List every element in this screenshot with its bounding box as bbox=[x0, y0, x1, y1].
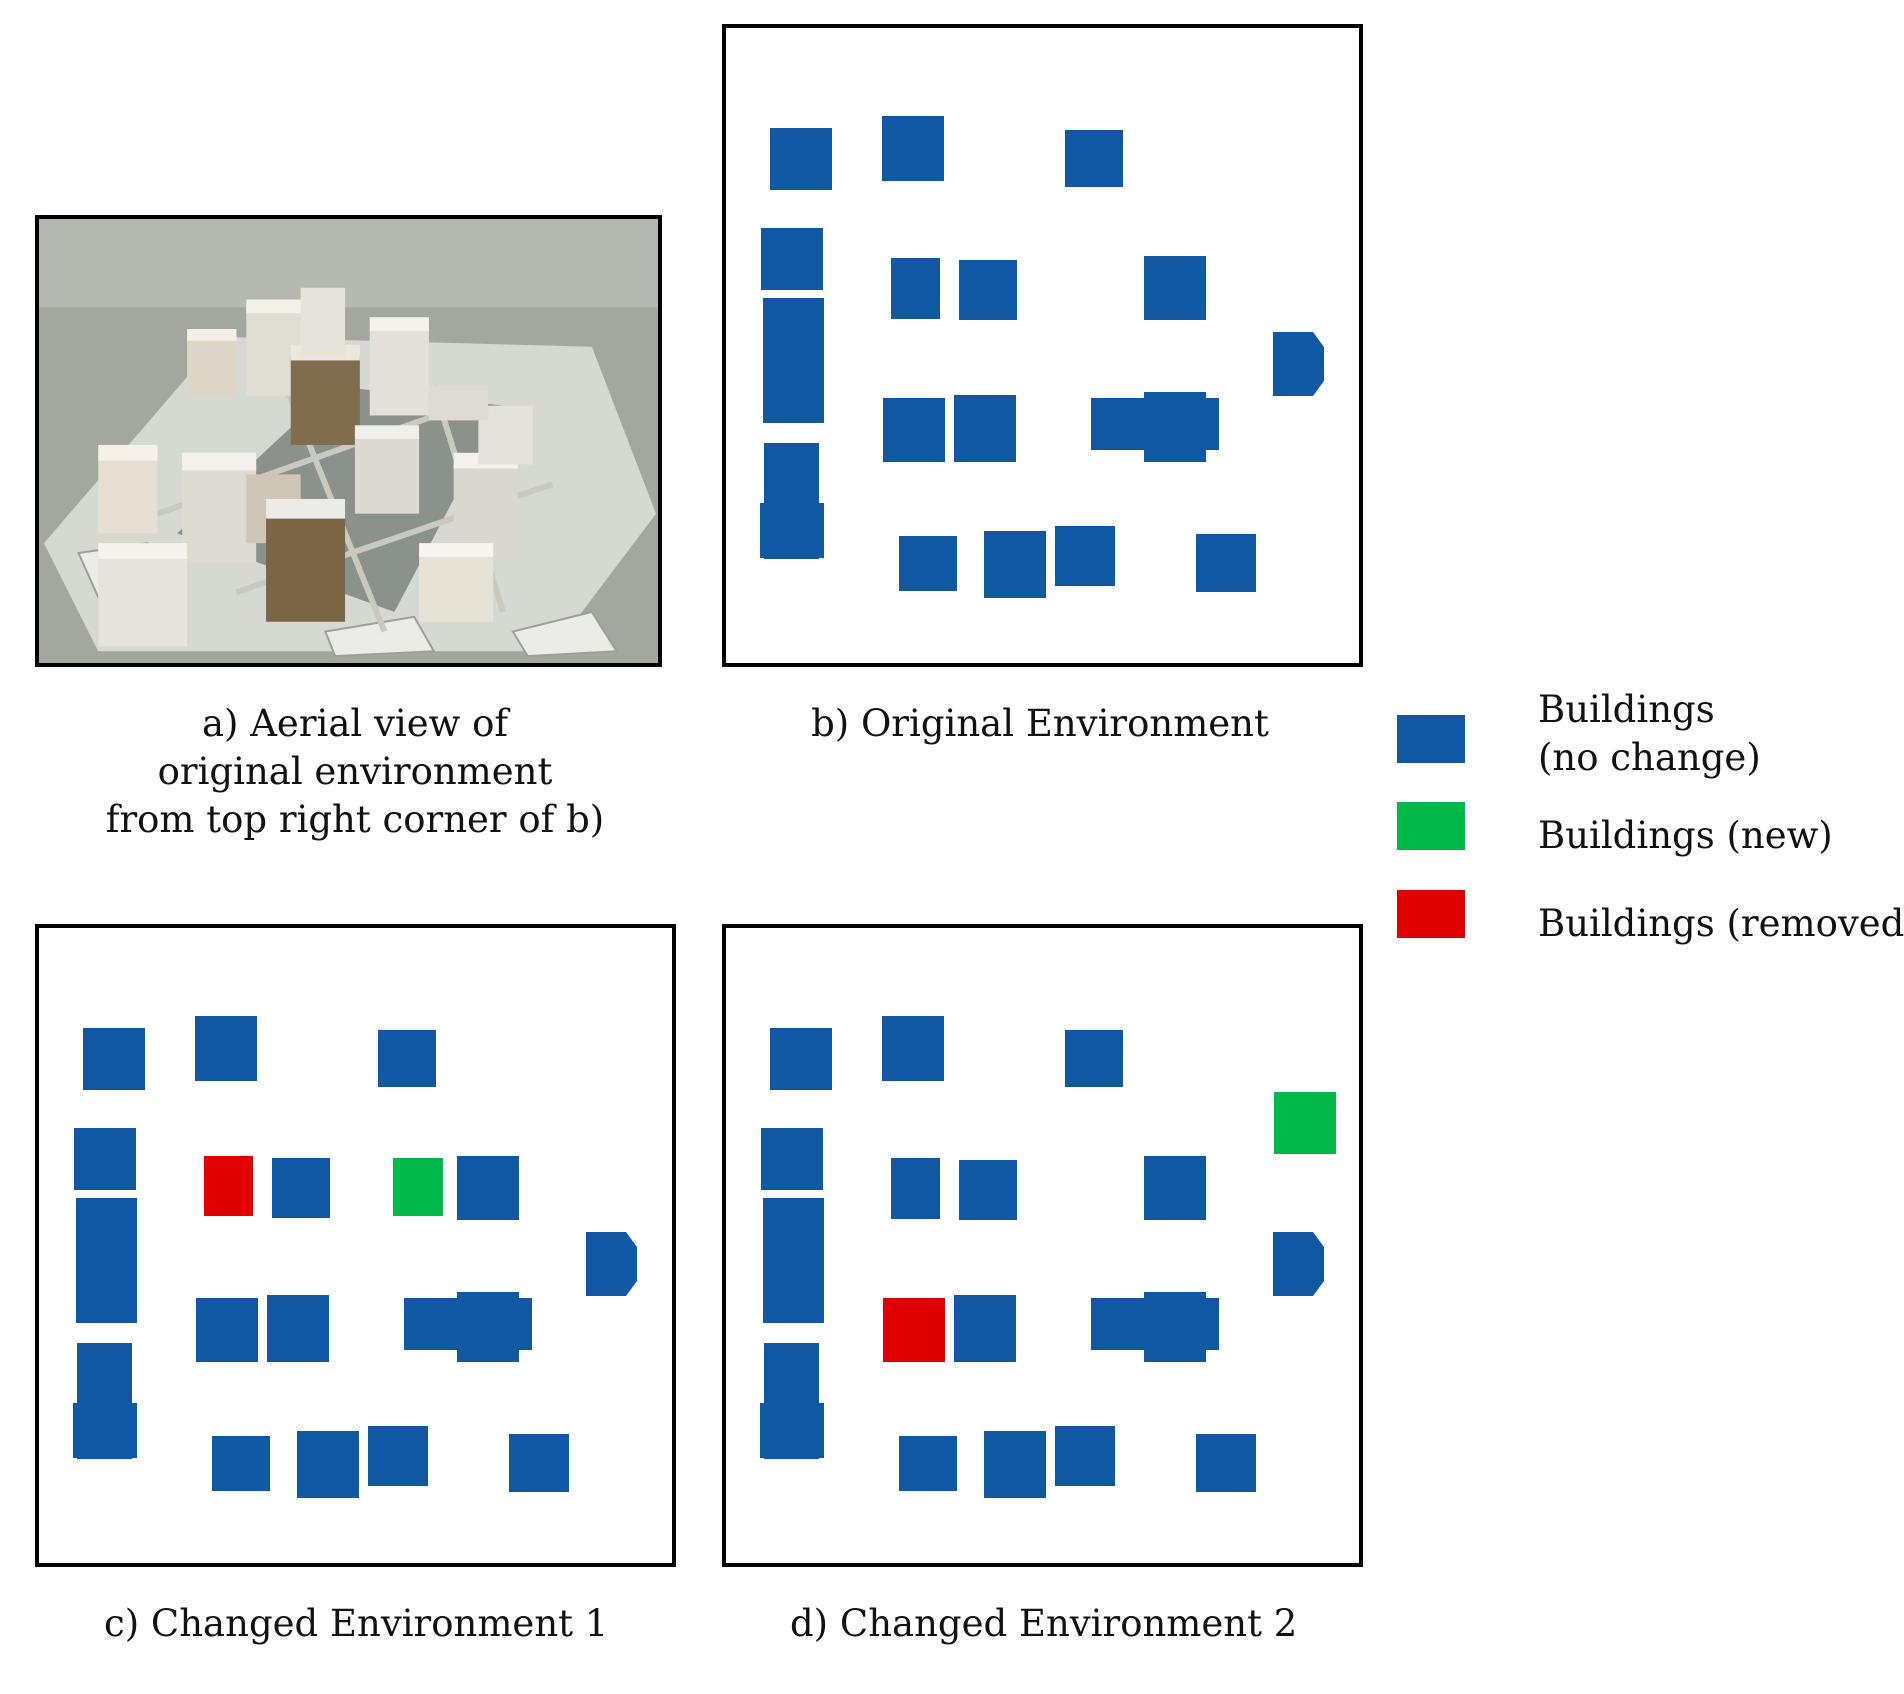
changed-environment-2-map bbox=[722, 924, 1363, 1567]
building-no-change bbox=[586, 1232, 637, 1296]
caption-aerial-view: a) Aerial view of original environment f… bbox=[105, 700, 605, 844]
caption-changed-environment-2: d) Changed Environment 2 bbox=[790, 1602, 1298, 1645]
building-no-change bbox=[378, 1030, 436, 1087]
building-no-change bbox=[1144, 1292, 1206, 1362]
building-no-change bbox=[1065, 130, 1123, 187]
building-new bbox=[393, 1158, 443, 1216]
building-no-change bbox=[761, 1128, 823, 1190]
building-no-change bbox=[212, 1436, 270, 1491]
building-no-change bbox=[763, 298, 824, 423]
building-no-change bbox=[267, 1295, 329, 1362]
building-no-change bbox=[883, 398, 945, 462]
building-no-change bbox=[954, 1295, 1016, 1362]
building-no-change bbox=[83, 1028, 145, 1090]
building-no-change bbox=[899, 1436, 957, 1491]
legend-swatch-new bbox=[1397, 802, 1465, 850]
building-no-change bbox=[959, 260, 1017, 320]
changed-environment-1-map bbox=[35, 924, 676, 1567]
building-no-change bbox=[882, 1016, 944, 1081]
building-no-change bbox=[76, 1198, 137, 1323]
building-no-change bbox=[74, 1128, 136, 1190]
original-environment-buildings bbox=[760, 116, 1324, 598]
building-no-change bbox=[959, 1160, 1017, 1220]
building-new bbox=[1274, 1092, 1336, 1154]
legend-swatch-no-change bbox=[1397, 715, 1465, 763]
caption-original-environment: b) Original Environment bbox=[811, 702, 1269, 745]
building-no-change bbox=[891, 258, 940, 319]
building-no-change bbox=[1273, 1232, 1324, 1296]
building-no-change bbox=[509, 1434, 569, 1492]
legend-label-removed: Buildings (removed) bbox=[1538, 902, 1904, 945]
changed-environment-2-buildings bbox=[760, 1016, 1336, 1498]
building-no-change bbox=[457, 1156, 519, 1220]
legend-label-no-change: Buildings (no change) bbox=[1538, 688, 1761, 779]
building-no-change bbox=[1196, 534, 1256, 592]
building-no-change bbox=[760, 1403, 824, 1458]
building-no-change bbox=[899, 536, 957, 591]
building-no-change bbox=[1273, 332, 1324, 396]
building-removed bbox=[883, 1298, 945, 1362]
aerial-view-image bbox=[35, 215, 662, 667]
building-no-change bbox=[368, 1426, 428, 1486]
building-no-change bbox=[73, 1403, 137, 1458]
building-no-change bbox=[891, 1158, 940, 1219]
legend-swatch-removed bbox=[1397, 890, 1465, 938]
building-no-change bbox=[1144, 256, 1206, 320]
building-no-change bbox=[761, 228, 823, 290]
building-no-change bbox=[882, 116, 944, 181]
caption-changed-environment-1: c) Changed Environment 1 bbox=[104, 1602, 609, 1645]
building-no-change bbox=[1055, 526, 1115, 586]
building-removed bbox=[204, 1156, 253, 1216]
building-no-change bbox=[1065, 1030, 1123, 1087]
building-no-change bbox=[272, 1158, 330, 1218]
building-no-change bbox=[763, 1198, 824, 1323]
original-environment-map bbox=[722, 24, 1363, 667]
building-no-change bbox=[984, 1431, 1046, 1498]
caption-line: from top right corner of b) bbox=[105, 798, 605, 841]
building-no-change bbox=[196, 1298, 258, 1362]
caption-line: original environment bbox=[157, 750, 553, 793]
building-no-change bbox=[195, 1016, 257, 1081]
legend-label-new: Buildings (new) bbox=[1538, 814, 1833, 857]
building-no-change bbox=[984, 531, 1046, 598]
building-no-change bbox=[760, 503, 824, 558]
changed-environment-1-buildings bbox=[73, 1016, 637, 1498]
building-no-change bbox=[457, 1292, 519, 1362]
building-no-change bbox=[1144, 1156, 1206, 1220]
caption-line: a) Aerial view of bbox=[201, 702, 509, 745]
building-no-change bbox=[297, 1431, 359, 1498]
building-no-change bbox=[770, 1028, 832, 1090]
building-no-change bbox=[1196, 1434, 1256, 1492]
building-no-change bbox=[770, 128, 832, 190]
building-no-change bbox=[954, 395, 1016, 462]
building-no-change bbox=[1144, 392, 1206, 462]
building-no-change bbox=[1055, 1426, 1115, 1486]
